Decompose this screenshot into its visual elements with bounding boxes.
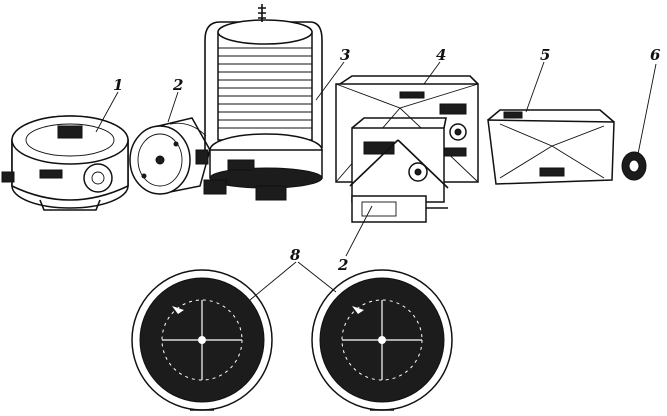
callout-1: 1 [113,76,123,94]
unit-2-front-box [349,117,449,223]
unit-1-round-housing [1,115,129,211]
callout-5: 5 [540,46,550,64]
callout-4: 4 [436,46,446,64]
unit-6-knob [621,151,647,181]
leader-lines [95,61,657,301]
unit-3-ribbed-cylinder [203,4,323,201]
callout-2-motor: 2 [172,76,183,94]
callout-8: 8 [290,246,301,264]
dial-left [131,269,273,411]
callout-6: 6 [650,46,661,64]
unit-5-flat-panel [487,109,615,185]
unit-2-cylindrical-motor [129,117,211,195]
callouts: 1 2 3 4 5 6 2 8 [113,46,661,274]
callout-2-box: 2 [337,256,348,274]
dial-right [311,269,453,411]
callout-3: 3 [340,46,350,64]
